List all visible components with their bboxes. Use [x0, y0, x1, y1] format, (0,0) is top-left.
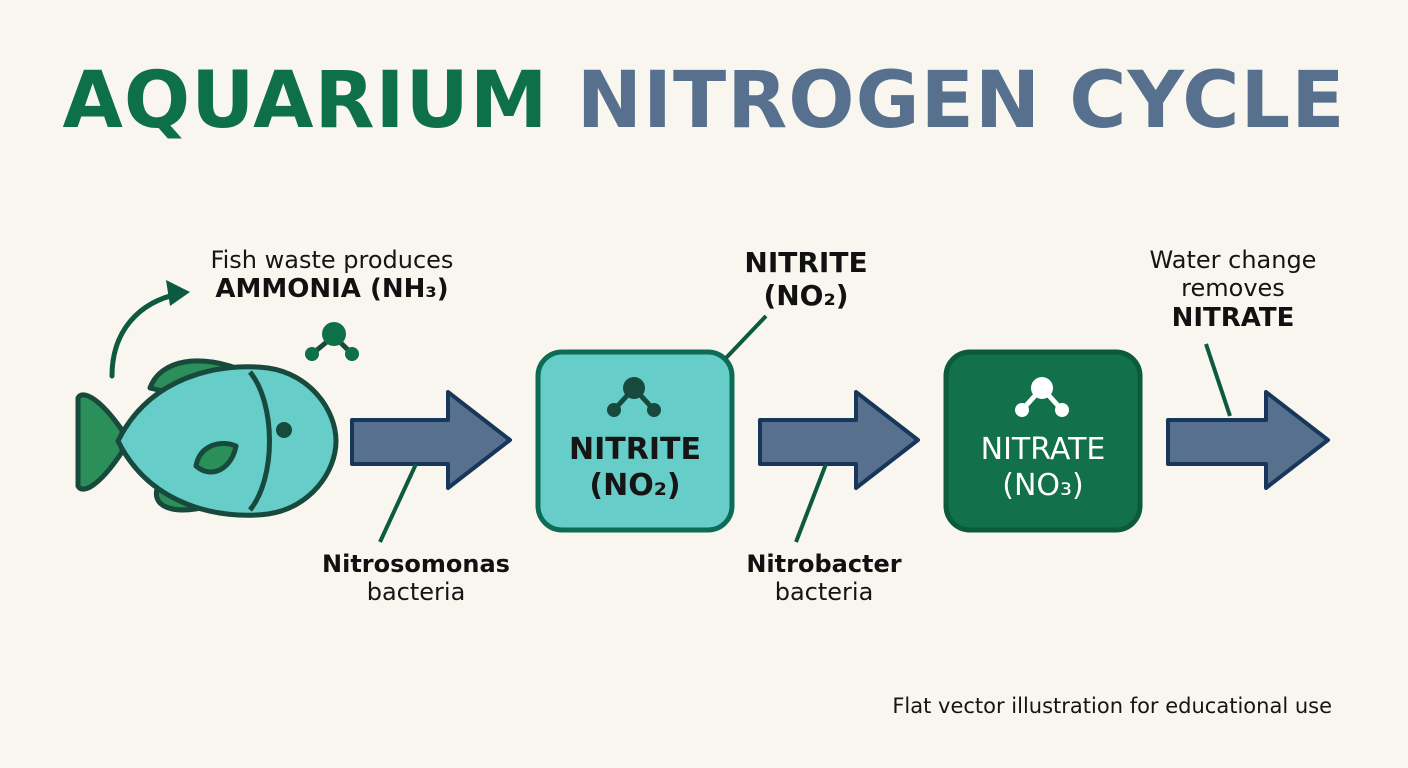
fish-waste-label: Fish waste produces AMMONIA (NH₃)	[192, 246, 472, 305]
nitrite-box	[535, 349, 735, 533]
nitrobacter-label: Nitrobacter bacteria	[724, 550, 924, 607]
nitrite-callout-label: NITRITE (NO₂)	[706, 246, 906, 312]
nitrite-box-line2: (NO₂)	[589, 468, 681, 503]
fish-icon	[75, 358, 339, 518]
nitrosomonas-line2: bacteria	[366, 578, 466, 607]
arrow-right-icon	[758, 390, 920, 490]
bacteria1-pointer	[378, 463, 418, 543]
curved-arrow-icon	[109, 280, 190, 379]
nitrate-box	[943, 349, 1143, 533]
water-change-pointer	[1204, 343, 1232, 417]
nitrite-box-label: NITRITE (NO₂)	[538, 432, 732, 504]
title-part-nitrogen-cycle: NITROGEN CYCLE	[576, 56, 1346, 146]
bacteria2-pointer	[794, 463, 828, 543]
arrow-right-icon	[350, 390, 512, 490]
water-change-label: Water change removes NITRATE	[1122, 246, 1344, 333]
nitrobacter-line2: bacteria	[774, 578, 874, 607]
water-change-line3: NITRATE	[1171, 302, 1295, 333]
nitrate-box-line1: NITRATE	[980, 432, 1106, 467]
nitrite-callout-line2: (NO₂)	[763, 279, 849, 313]
arrow-right-icon	[1166, 390, 1330, 490]
title-part-aquarium: AQUARIUM	[62, 56, 549, 146]
nitrosomonas-line1: Nitrosomonas	[322, 550, 510, 578]
fish-waste-text: Fish waste produces	[210, 246, 454, 274]
nitrate-box-line2: (NO₃)	[1002, 468, 1084, 503]
nitrosomonas-label: Nitrosomonas bacteria	[306, 550, 526, 607]
molecule-icon	[305, 322, 359, 361]
nitrite-box-line1: NITRITE	[569, 432, 701, 467]
page-title: AQUARIUM NITROGEN CYCLE	[0, 62, 1408, 140]
footer-caption: Flat vector illustration for educational…	[892, 694, 1332, 718]
nitrite-callout-pointer	[724, 314, 768, 360]
water-change-line1: Water change	[1149, 246, 1317, 274]
nitrite-callout-line1: NITRITE	[744, 246, 868, 279]
nitrobacter-line1: Nitrobacter	[746, 550, 902, 578]
ammonia-text: AMMONIA (NH₃)	[215, 274, 449, 305]
nitrate-box-label: NITRATE (NO₃)	[946, 432, 1140, 504]
water-change-line2: removes	[1181, 274, 1285, 303]
